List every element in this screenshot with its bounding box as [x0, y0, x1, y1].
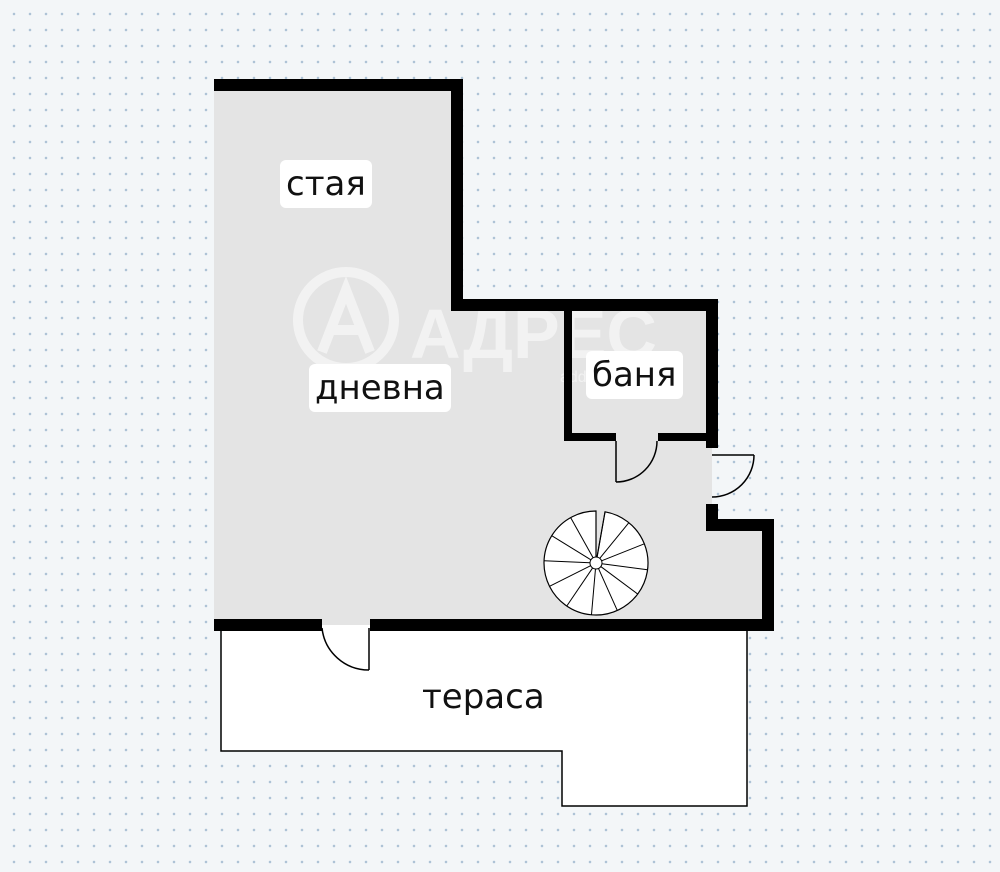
stair-step: [570, 517, 594, 559]
stair-step: [544, 560, 591, 564]
stair-step: [551, 535, 592, 561]
stair-step: [566, 567, 594, 607]
room-label-living: дневна: [309, 364, 451, 412]
staircase-hub: [589, 556, 603, 570]
spiral-staircase: [543, 510, 649, 616]
outer-wall: [214, 79, 774, 631]
entrance-door: [711, 454, 755, 498]
stair-step: [598, 568, 618, 611]
stair-step: [549, 565, 591, 587]
interior-floor: [214, 85, 768, 625]
stair-step: [590, 568, 596, 615]
stair-step: [596, 511, 606, 558]
stair-step: [600, 566, 639, 595]
room-label-terrace: тераса: [422, 677, 545, 717]
stair-step: [599, 522, 630, 559]
stair-step: [601, 543, 645, 562]
room-label-room: стая: [280, 160, 372, 208]
bathroom-wall: [564, 305, 712, 441]
stair-step: [601, 563, 648, 571]
bathroom-door: [615, 440, 658, 483]
room-label-bathroom: баня: [586, 351, 683, 399]
terrace-door: [321, 627, 370, 671]
